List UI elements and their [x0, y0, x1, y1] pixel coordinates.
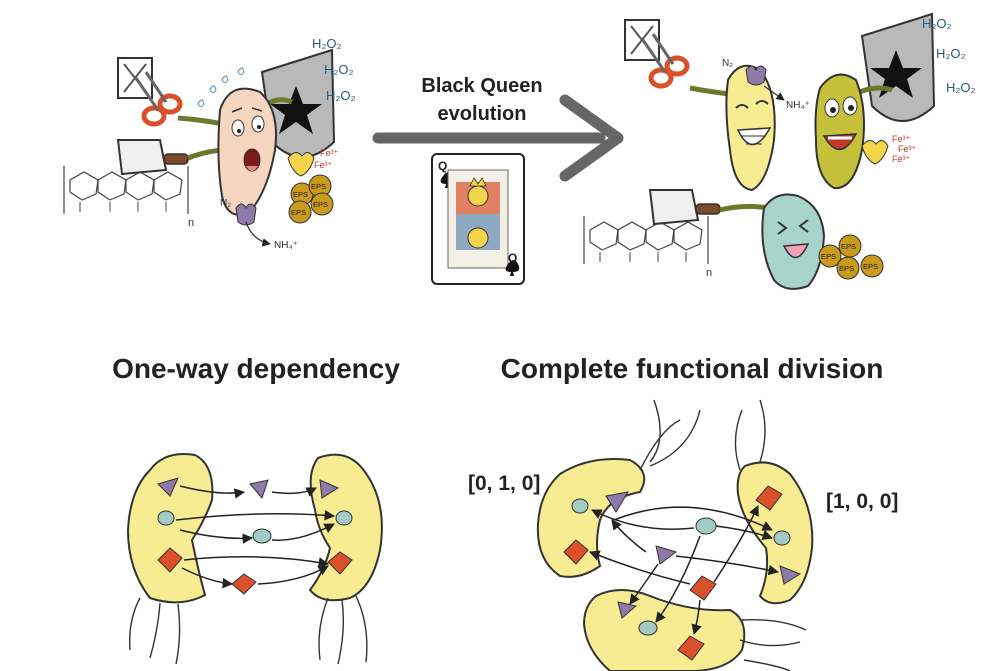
eps-label: EPS: [863, 262, 878, 271]
panel-title-one-way: One-way dependency: [112, 353, 400, 384]
polymer-icon: [583, 215, 709, 265]
diamond-icon: [231, 573, 257, 595]
flagella-bottom: [739, 619, 807, 671]
transition-label-line2: evolution: [438, 103, 527, 125]
eps-label: EPS: [841, 242, 856, 251]
cell-left: [126, 453, 214, 604]
label-right-vector: [1, 0, 0]: [826, 490, 898, 513]
card-rank-top: Q: [438, 159, 447, 173]
top-right-panel: n N₂ NH₄⁺ Fe³⁺ Fe³⁺: [583, 13, 976, 290]
diamond-icon: [157, 547, 183, 573]
cell-upper-left: [536, 457, 646, 578]
one-way-dependency-panel: One-way dependency: [112, 353, 400, 665]
diamond-icon: [677, 635, 705, 661]
ammonium-label: NH₄⁺: [786, 100, 810, 111]
oval-icon: [773, 530, 791, 546]
triangle-icon: [655, 545, 678, 565]
queen-of-spades-card: Q Q: [431, 153, 525, 285]
triangle-icon: [319, 479, 340, 499]
nitrogenase-icon: [235, 203, 271, 247]
oval-icon: [252, 528, 272, 544]
iron-label-2: Fe³⁺: [314, 160, 333, 170]
cleaver-icon: [649, 189, 721, 225]
happy-olive-cell: [814, 73, 865, 190]
diamond-icon: [755, 485, 783, 511]
h2o2-label: H₂O₂: [312, 36, 342, 51]
eps-label: EPS: [291, 208, 306, 217]
iron-siderophore-icon: [287, 152, 315, 177]
arrows-functional-division: [589, 505, 780, 636]
h2o2-label: H₂O₂: [922, 16, 952, 31]
eps-label: EPS: [821, 252, 836, 261]
eps-label: EPS: [313, 200, 328, 209]
nitrogen-label: N₂: [220, 198, 231, 209]
h2o2-label: H₂O₂: [946, 80, 976, 95]
iron-label-1: Fe³⁺: [892, 134, 911, 144]
flagella-top: [639, 399, 766, 471]
h2o2-label: H₂O₂: [936, 46, 966, 61]
polymer-n-label: n: [188, 217, 194, 229]
triangle-icon: [605, 491, 629, 513]
scissors-icon: [118, 58, 180, 124]
spade-icon: [505, 260, 520, 276]
iron-siderophore-icon: [861, 140, 889, 165]
triangle-icon: [779, 565, 802, 585]
eps-label: EPS: [839, 264, 854, 273]
scissors-icon: [625, 20, 687, 86]
oval-icon: [335, 510, 353, 526]
diamond-icon: [327, 551, 353, 575]
oval-icon: [157, 510, 175, 526]
eps-label: EPS: [293, 190, 308, 199]
happy-yellow-cell: [725, 64, 776, 192]
iron-label-3: Fe³⁺: [892, 154, 911, 164]
diamond-icon: [689, 575, 717, 601]
oval-icon: [695, 517, 717, 535]
oval-icon: [638, 620, 658, 636]
iron-label-2: Fe³⁺: [898, 144, 917, 154]
label-left-vector: [0, 1, 0]: [468, 472, 540, 495]
cell-bottom: [582, 589, 746, 671]
cleaver-arm: [719, 203, 769, 213]
arrows-one-way: [175, 485, 336, 589]
cell-right: [736, 461, 814, 605]
diamond-icon: [563, 539, 589, 565]
card-rank-bottom: Q: [508, 251, 517, 265]
triangle-icon: [157, 477, 179, 497]
h2o2-label: H₂O₂: [326, 88, 356, 103]
triangle-icon: [617, 601, 638, 619]
sad-cell: [217, 87, 277, 216]
happy-teal-cell: [761, 193, 826, 290]
eps-cluster-left: EPS EPS EPS EPS: [288, 174, 334, 224]
nitrogen-label: N₂: [722, 58, 733, 69]
flagella-left: [129, 597, 181, 665]
iron-label-1: Fe³⁺: [320, 148, 339, 158]
oval-icon: [571, 498, 589, 514]
flagella-right: [318, 595, 368, 665]
triangle-icon: [249, 479, 269, 499]
panel-title-functional-division: Complete functional division: [501, 353, 884, 384]
transition: Black Queen evolution Q Q: [372, 75, 624, 285]
top-left-panel: n N₂ NH₄⁺: [63, 36, 356, 251]
h2o2-label: H₂O₂: [324, 62, 354, 77]
cell-right: [308, 453, 383, 602]
transition-arrow: [372, 94, 624, 182]
eps-cluster-right: EPS EPS EPS EPS: [818, 234, 884, 280]
nitrogenase-icon: [745, 65, 785, 101]
ammonium-label: NH₄⁺: [274, 240, 298, 251]
transition-label-line1: Black Queen: [421, 75, 542, 97]
scissors-arm: [689, 85, 731, 97]
eps-label: EPS: [311, 182, 326, 191]
polymer-n-label: n: [706, 267, 712, 279]
sweat-drops-icon: [197, 67, 245, 108]
cleaver-icon: [117, 139, 189, 175]
functional-division-panel: Complete functional division [0, 1, 0] […: [468, 353, 898, 671]
